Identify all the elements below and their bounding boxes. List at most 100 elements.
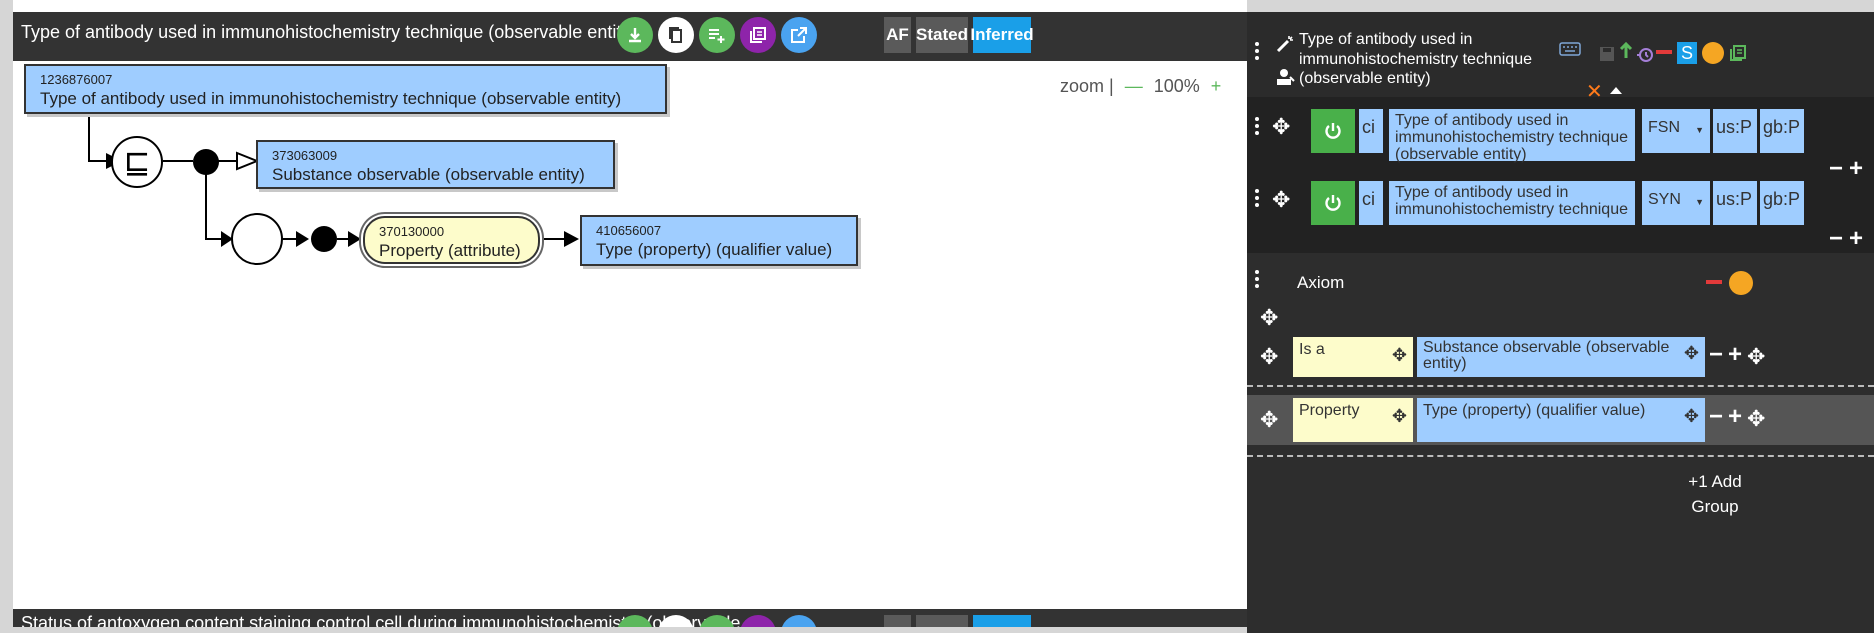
move-icon[interactable]: ✥ bbox=[1391, 345, 1407, 365]
next-stated-toggle[interactable] bbox=[916, 615, 968, 627]
zoom-value: 100% bbox=[1153, 76, 1200, 96]
library-icon bbox=[750, 27, 766, 43]
open-external-icon bbox=[791, 27, 807, 43]
library-button[interactable] bbox=[740, 17, 776, 53]
chevron-down-icon: ▼ bbox=[1695, 125, 1704, 135]
description-term-field[interactable]: Type of antibody used in immunohistochem… bbox=[1389, 181, 1635, 225]
attribute-group-dot bbox=[311, 226, 337, 252]
relationship-type-field[interactable]: Is a ✥ bbox=[1293, 337, 1413, 377]
remove-description-button[interactable]: − bbox=[1829, 155, 1844, 182]
s-badge-icon[interactable]: S bbox=[1677, 42, 1697, 64]
editor-concept-title: Type of antibody used in immunohistochem… bbox=[1299, 31, 1532, 87]
inferred-toggle[interactable]: Inferred bbox=[970, 17, 1034, 53]
us-acceptability-field[interactable]: us:P bbox=[1713, 109, 1757, 153]
move-icon[interactable]: ✥ bbox=[1391, 406, 1407, 426]
open-external-button[interactable] bbox=[781, 17, 817, 53]
history-icon[interactable] bbox=[1636, 46, 1654, 69]
axiom-status-dot-icon[interactable] bbox=[1729, 271, 1753, 295]
magic-wand-icon[interactable] bbox=[1275, 34, 1295, 59]
description-type-select[interactable]: SYN ▼ bbox=[1642, 181, 1710, 225]
axiom-drag-handle[interactable] bbox=[1255, 270, 1259, 291]
move-icon[interactable]: ✥ bbox=[1272, 114, 1291, 139]
move-icon[interactable]: ✥ bbox=[1272, 187, 1291, 212]
promote-icon[interactable] bbox=[1619, 41, 1633, 65]
description-drag-handle[interactable] bbox=[1255, 189, 1259, 210]
add-relationship-button[interactable]: + bbox=[1728, 341, 1743, 368]
copy-button[interactable] bbox=[658, 17, 694, 53]
save-icon[interactable] bbox=[1599, 46, 1615, 67]
attribute-value-box[interactable]: 410656007 Type (property) (qualifier val… bbox=[580, 215, 858, 266]
parent-concept-box[interactable]: 373063009 Substance observable (observab… bbox=[256, 140, 615, 189]
description-type-value: SYN bbox=[1648, 191, 1681, 208]
remove-axiom-icon[interactable] bbox=[1706, 280, 1722, 284]
playlist-add-icon bbox=[709, 29, 725, 43]
remove-relationship-button[interactable]: − bbox=[1709, 341, 1724, 368]
move-icon[interactable]: ✥ bbox=[1683, 343, 1699, 363]
axiom-label: Axiom bbox=[1297, 273, 1345, 292]
zoom-control: zoom | — 100% + bbox=[1060, 76, 1221, 97]
description-type-select[interactable]: FSN ▼ bbox=[1642, 109, 1710, 153]
add-to-list-button[interactable] bbox=[699, 17, 735, 53]
relationship-type-field[interactable]: Property ✥ bbox=[1293, 398, 1413, 442]
add-description-button[interactable]: + bbox=[1849, 155, 1864, 182]
remove-description-button[interactable]: − bbox=[1829, 225, 1844, 252]
move-icon[interactable]: ✥ bbox=[1683, 406, 1699, 426]
zoom-in-button[interactable]: + bbox=[1210, 76, 1222, 96]
gb-acceptability-field[interactable]: gb:P bbox=[1760, 181, 1804, 225]
add-description-button[interactable]: + bbox=[1849, 225, 1864, 252]
us-acceptability-field[interactable]: us:P bbox=[1713, 181, 1757, 225]
next-inferred-toggle[interactable] bbox=[973, 615, 1031, 627]
case-significance-field[interactable]: ci bbox=[1359, 109, 1383, 153]
axiom-move-icon[interactable]: ✥ bbox=[1260, 305, 1279, 330]
keyboard-icon[interactable] bbox=[1559, 42, 1581, 61]
next-library-button[interactable] bbox=[740, 615, 776, 627]
group-divider bbox=[1247, 455, 1874, 457]
relationship-target-field[interactable]: Substance observable (observable entity)… bbox=[1417, 337, 1705, 377]
description-term-field[interactable]: Type of antibody used in immunohistochem… bbox=[1389, 109, 1635, 163]
parent-concept-label: Substance observable (observable entity) bbox=[272, 165, 585, 184]
zoom-label: zoom | bbox=[1060, 76, 1114, 96]
axiom-section: Axiom ✥ ✥ Is a ✥ Substance observable (o… bbox=[1247, 253, 1874, 633]
relationship-type-value: Is a bbox=[1299, 341, 1325, 358]
relationship-move-icon[interactable]: ✥ bbox=[1260, 344, 1279, 369]
description-active-toggle[interactable] bbox=[1311, 181, 1355, 225]
chevron-down-icon: ▼ bbox=[1695, 197, 1704, 207]
relationship-move-icon[interactable]: ✥ bbox=[1260, 407, 1279, 432]
diagram-connectors bbox=[88, 114, 579, 265]
zoom-out-button[interactable]: — bbox=[1124, 76, 1143, 96]
description-row-fsn: ✥ ci Type of antibody used in immunohist… bbox=[1247, 97, 1874, 182]
af-toggle[interactable]: AF bbox=[884, 17, 911, 53]
relationship-group-move-icon[interactable]: ✥ bbox=[1747, 344, 1766, 369]
description-drag-handle[interactable] bbox=[1255, 117, 1259, 138]
relationship-target-value: Type (property) (qualifier value) bbox=[1423, 402, 1646, 419]
next-af-toggle[interactable] bbox=[884, 615, 911, 627]
attribute-box[interactable]: 370130000 Property (attribute) bbox=[363, 216, 540, 264]
relationship-target-field[interactable]: Type (property) (qualifier value) ✥ bbox=[1417, 398, 1705, 442]
copy-concept-icon[interactable] bbox=[1729, 44, 1747, 67]
next-download-button[interactable] bbox=[617, 615, 653, 627]
header-drag-handle[interactable] bbox=[1255, 42, 1259, 63]
next-open-button[interactable] bbox=[781, 615, 817, 627]
focus-concept-box[interactable]: 1236876007 Type of antibody used in immu… bbox=[24, 64, 667, 114]
relationship-target-value: Substance observable (observable entity) bbox=[1423, 339, 1670, 372]
gb-acceptability-field[interactable]: gb:P bbox=[1760, 109, 1804, 153]
attribute-id: 370130000 bbox=[379, 224, 445, 239]
description-active-toggle[interactable] bbox=[1311, 109, 1355, 153]
concept-editor-panel: Type of antibody used in immunohistochem… bbox=[1247, 12, 1874, 633]
remove-icon[interactable] bbox=[1656, 50, 1672, 54]
add-group-button[interactable]: +1 Add Group bbox=[1675, 469, 1755, 519]
download-icon bbox=[629, 28, 641, 43]
diagram-canvas: ⊑ 1236876007 Type of antibody used in im… bbox=[13, 61, 1247, 609]
stated-toggle[interactable]: Stated bbox=[916, 17, 968, 53]
copy-icon bbox=[669, 27, 682, 43]
add-relationship-button[interactable]: + bbox=[1728, 403, 1743, 430]
next-add-button[interactable] bbox=[699, 615, 735, 627]
case-significance-field[interactable]: ci bbox=[1359, 181, 1383, 225]
status-dot-icon[interactable] bbox=[1702, 42, 1724, 64]
remove-relationship-button[interactable]: − bbox=[1709, 403, 1724, 430]
download-button[interactable] bbox=[617, 17, 653, 53]
next-copy-button[interactable] bbox=[658, 615, 694, 627]
collapse-icon[interactable] bbox=[1609, 82, 1623, 100]
user-icon[interactable] bbox=[1275, 67, 1295, 92]
relationship-group-move-icon[interactable]: ✥ bbox=[1747, 406, 1766, 431]
